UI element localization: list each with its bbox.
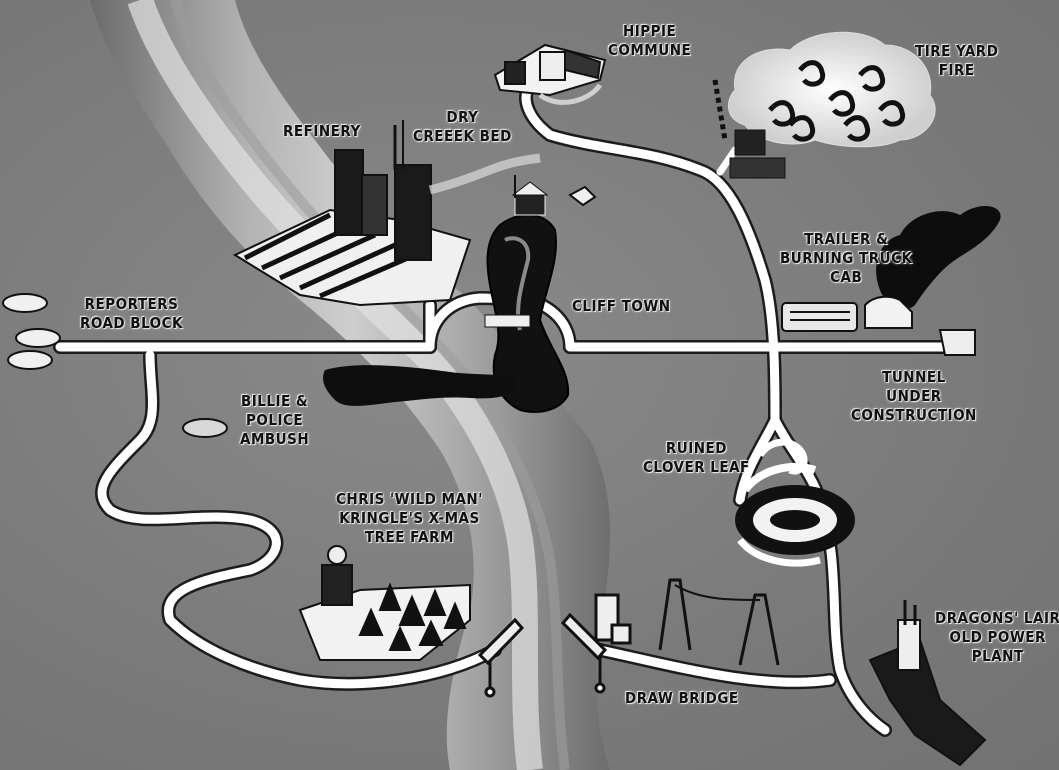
label-draw-bridge: DRAW BRIDGE — [625, 689, 739, 707]
label-dragons-lair: DRAGONS' LAIR OLD POWER PLANT — [935, 609, 1059, 665]
refinery-structure — [232, 120, 541, 307]
label-refinery: REFINERY — [283, 122, 361, 140]
label-tire-yard-fire: TIRE YARD FIRE — [915, 42, 999, 79]
label-ruined-clover-leaf: RUINED CLOVER LEAF — [643, 439, 750, 476]
power-plant-structure — [868, 600, 987, 767]
label-xmas-tree-farm: CHRIS 'WILD MAN' KRINGLE'S X-MAS TREE FA… — [336, 490, 483, 546]
crater-shadow — [323, 365, 516, 406]
label-reporters-road-block: REPORTERS ROAD BLOCK — [80, 295, 183, 332]
clover-leaf-ruins — [735, 438, 855, 567]
label-cliff-town: CLIFF TOWN — [572, 297, 671, 315]
hippie-commune-buildings — [493, 43, 607, 105]
police-cars — [2, 293, 61, 370]
trailer-truck-scene — [781, 205, 1001, 356]
label-dry-creek-bed: DRY CREEEK BED — [413, 108, 512, 145]
tire-yard-fire-scene — [712, 31, 936, 179]
draw-bridge-structure — [477, 578, 780, 698]
cliff-town-rock — [484, 175, 570, 413]
label-tunnel-under-construction: TUNNEL UNDER CONSTRUCTION — [851, 368, 977, 424]
label-hippie-commune: HIPPIE COMMUNE — [608, 22, 692, 59]
label-billie-police-ambush: BILLIE & POLICE AMBUSH — [240, 392, 310, 448]
tree-farm-scene — [298, 545, 471, 661]
label-trailer-burning-truck-cab: TRAILER & BURNING TRUCK CAB — [780, 230, 913, 286]
vehicles — [2, 185, 597, 438]
